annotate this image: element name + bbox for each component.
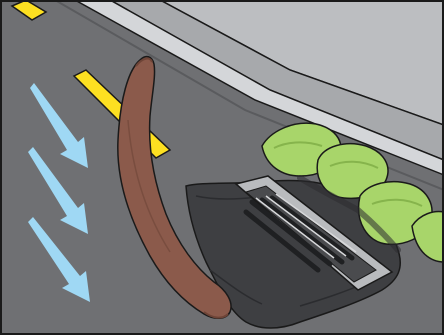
fiber-roll-wattle-icon	[117, 55, 232, 319]
inlet-grate-bars	[243, 195, 355, 273]
sandbag-shadow	[297, 175, 401, 253]
curb-top	[73, 0, 444, 176]
sandbag-icon	[316, 142, 389, 200]
stormwater-flow-arrow-icon	[30, 83, 88, 168]
stormwater-flow-arrow-icon	[28, 147, 88, 234]
stormwater-flow-arrow-icon	[28, 217, 90, 302]
inlet-grate-highlights	[255, 193, 357, 259]
sandbag-icon	[411, 210, 444, 263]
